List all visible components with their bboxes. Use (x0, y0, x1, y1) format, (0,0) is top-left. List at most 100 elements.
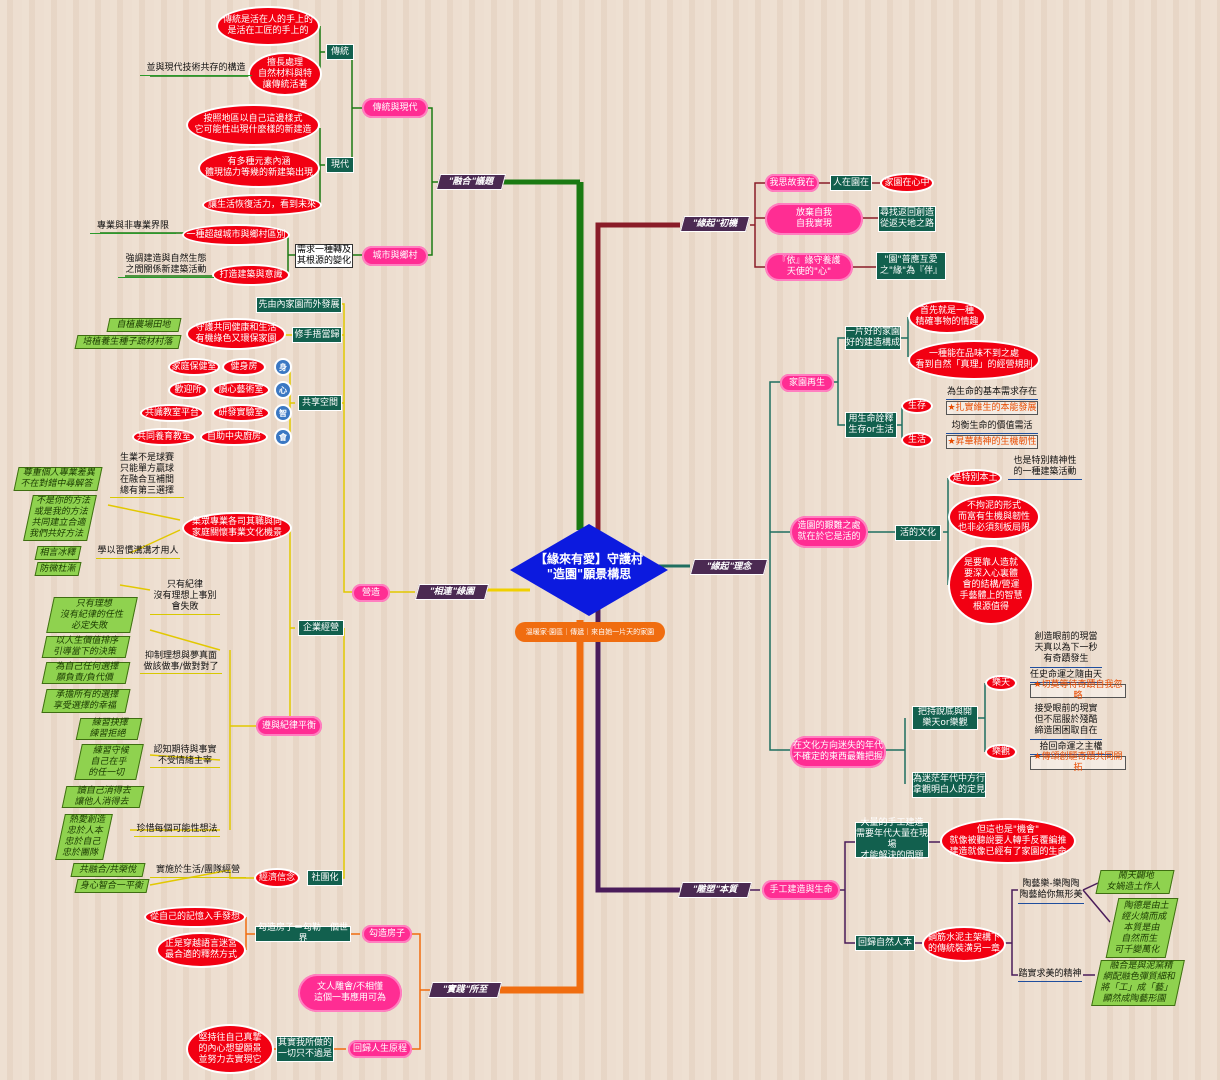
node-qs1[interactable]: 堅持往自己真摯 的內心想望願景 並努力去實現它 (186, 1024, 274, 1074)
node-ct-note: 並與現代技術共存的構造 (140, 62, 252, 76)
node-jl7[interactable]: 練習守候 自己在乎 的任一切 (74, 744, 144, 780)
node-xiushou[interactable]: 修手捂當歸 (292, 327, 342, 343)
node-sq1[interactable]: 共融合/共榮悅 (70, 863, 146, 877)
node-gj1r2[interactable]: 陶德是由土 經火燒而成 本質是由 自然而生 可千變萬化 (1105, 898, 1179, 958)
node-xiandai[interactable]: 現代 (326, 157, 354, 173)
node-sp3[interactable]: 歡迎所 (168, 381, 208, 399)
node-gongxiang[interactable]: 共享空間 (298, 395, 342, 411)
node-peiyu[interactable]: 培植養生種子蔬材村落 (74, 335, 182, 349)
branch-b2[interactable]: "緣起"初機 (679, 216, 751, 232)
node-xd2[interactable]: 有多種元素內涵 體現協力等幾的新建築出現 (198, 148, 320, 188)
node-dl1r[interactable]: 但這也是"機會" 就像被聽說要人轉手反覆編推 建造就像已經有了家園的生命 (940, 818, 1076, 864)
node-wenhua-b[interactable]: 不拘泥的形式 而富有生機與韌性 也非必須刻板局限 (948, 494, 1040, 540)
node-zq2[interactable]: 不是你的方法 或是我的方法 共同建立合適 我們共好方法 (23, 495, 97, 541)
node-shougong[interactable]: 手工建造與生命 (762, 880, 840, 900)
node-zq3[interactable]: 相言冰釋 (34, 546, 82, 560)
icon-wisdom: 智 (274, 404, 292, 422)
node-jiayuan[interactable]: 家園在心中 (880, 173, 934, 193)
node-ct2[interactable]: 擅長處理 自然材料與特 讓傳統活著 (248, 52, 322, 96)
node-sp8[interactable]: 自助中央廚房 (200, 428, 268, 446)
node-jl5[interactable]: 承擔所有的選擇 享受選擇的幸福 (41, 689, 131, 713)
node-renzai[interactable]: 人在園在 (830, 175, 872, 191)
node-cs1[interactable]: 一種超越城市與鄉村區別 (182, 224, 290, 246)
node-sp5[interactable]: 共識教室平台 (140, 404, 204, 422)
node-yunzai[interactable]: 自植農場田地 (106, 318, 182, 332)
node-leguan[interactable]: 樂觀 (985, 744, 1017, 760)
node-gouzao-m[interactable]: 勾造房子＝勾勒一個世界 (255, 923, 351, 944)
node-jl-mid2: 認知期待與事實 不受情緒主宰 (150, 744, 220, 768)
node-gj2r[interactable]: 融合是與泥窯精 網配融色彈質細和 將「工」成「藝」 顯然成陶藝形園 (1091, 960, 1185, 1006)
node-jizhong[interactable]: 集眾專業各司其職與向 家庭關懷事業文化機景 (182, 512, 292, 544)
node-jl4[interactable]: 為自己任何選擇 願負責/負代價 (41, 662, 131, 684)
node-chuantongxiandai[interactable]: 傳統與現代 (362, 98, 428, 118)
node-jy-a2[interactable]: 一種能在品味不到之處 看到自然「真理」的經營規則 (908, 340, 1040, 380)
central-topic[interactable]: 【緣來有愛】守護村 "造園"願景構思 (510, 524, 668, 616)
node-gz1[interactable]: 從自己的記憶入手發想 (144, 906, 246, 928)
node-zq1[interactable]: 尊重個人專業差異 不在對錯中尋解答 (13, 467, 103, 491)
node-gangjin[interactable]: 鋼筋水泥主架構下 的傳統裝潢另一章 (922, 926, 1006, 962)
node-sp7[interactable]: 共同養育教室 (132, 428, 196, 446)
node-niandai[interactable]: 在文化方向迷失的年代 不確定的東西最難把握 (790, 736, 886, 768)
node-yishou-r[interactable]: "園"普應互愛 之"緣"為『伴』 (876, 252, 946, 280)
node-shenghuo[interactable]: 生活 (901, 432, 933, 448)
node-wenhua-c[interactable]: 是要靠人造就 要深入心裏體 會的結構/營運 手藝體上的智慧 根源值得 (948, 545, 1034, 625)
node-jl3[interactable]: 以人生價值排序 引導當下的決策 (41, 636, 131, 658)
branch-b3[interactable]: "緣起"理念 (689, 559, 769, 575)
node-jl2[interactable]: 只有理想 沒有紀律的任性 必定失敗 (46, 597, 138, 633)
node-jl8[interactable]: 讀自己消得去 讓他人消得去 (61, 786, 145, 808)
node-fangqi[interactable]: 放棄自我 自我實現 (765, 203, 863, 235)
node-zaoyuan[interactable]: 造園的艱難之處 就在於它是活的 (790, 516, 868, 548)
node-jilv[interactable]: 遵與紀律平衡 (256, 716, 322, 736)
node-cs2[interactable]: 打造建築與意識 (212, 264, 290, 286)
node-fangqi-r[interactable]: 尋找返回創造 從返天地之路 (878, 206, 936, 232)
node-letian[interactable]: 樂天 (985, 675, 1017, 691)
node-sp4[interactable]: 讀心藝術室 (212, 381, 270, 399)
branch-b5[interactable]: "雕塑"本質 (677, 882, 753, 898)
node-huigui[interactable]: 回歸自然人本 (855, 935, 915, 951)
node-dl1[interactable]: 大量的手工建造 需要年代大量在現場 才能解決的問題 (855, 818, 929, 861)
node-gj1r1[interactable]: 鬧天闢地 女媧造土作人 (1095, 870, 1175, 894)
node-chuantong[interactable]: 傳統 (326, 44, 354, 60)
node-chengshi[interactable]: 城市與鄉村 (362, 246, 428, 266)
node-wenren[interactable]: 文人雕會/不相懂 這個一事應用可為 (298, 974, 402, 1012)
node-shequ-mid: 實施於生活/團隊經營 (150, 864, 246, 878)
branch-b4[interactable]: "相連"綠園 (414, 584, 490, 600)
node-jl6[interactable]: 練習抉擇 練習拒絕 (75, 718, 143, 740)
node-zhichi[interactable]: 把持說底與開 樂天or樂觀 (912, 706, 978, 730)
node-xd1[interactable]: 按照地區以自己這邊樣式 它可能性出現什麼樣的新建造 (186, 104, 320, 146)
node-shouhu[interactable]: 守護共同健康和生活 有機綠色又環保家園 (186, 318, 286, 350)
node-shengcun[interactable]: 生存 (901, 398, 933, 414)
node-jy-a[interactable]: 一片好的家園 好的建造構成 (845, 326, 901, 350)
node-sp1[interactable]: 家庭保健室 (168, 358, 220, 376)
node-gouzao[interactable]: 勾造房子 (362, 925, 412, 943)
node-sp6[interactable]: 研發實驗室 (212, 404, 270, 422)
branch-b1[interactable]: "融合"議題 (435, 174, 507, 190)
node-jl-mid: 抑制理想與夢真面 做該做事/做對對了 (140, 650, 222, 674)
node-huowenhua[interactable]: 活的文化 (895, 525, 941, 541)
node-cs-mid[interactable]: 需求一種轉及 其根源的變化 (295, 244, 353, 268)
node-yingzao[interactable]: 營造 (352, 584, 390, 602)
node-huigui2[interactable]: 回歸人生原程 (348, 1040, 412, 1058)
branch-b6[interactable]: "實踐"所至 (427, 982, 503, 998)
node-qiye[interactable]: 企業經營 (298, 620, 344, 636)
node-yishou[interactable]: 『依』緣守養護 天使的"心" (765, 253, 853, 281)
node-shequ[interactable]: 社團化 (307, 870, 343, 886)
node-sq2[interactable]: 身心智合一平衡 (74, 879, 150, 893)
node-xd3[interactable]: 讓生活恢復活力，看到未來 (202, 194, 322, 216)
node-mixin[interactable]: 為迷茫年代中方行 拿觀明白人的定見 (912, 772, 986, 798)
node-lt3: ★切莫等待奇蹟自我忽略 (1030, 680, 1126, 701)
central-subtitle: 溫暖家‧園區｜傳遞｜來自她一片天的家園 (515, 622, 665, 642)
node-woshi[interactable]: 我思故我在 (765, 174, 819, 192)
node-kaifang[interactable]: 先由內家園而外發展 (256, 297, 342, 313)
node-jingji[interactable]: 經濟信念 (254, 868, 300, 888)
node-jiayuan2[interactable]: 家園再生 (780, 374, 834, 392)
node-sp2[interactable]: 健身房 (222, 358, 266, 376)
node-jy-b[interactable]: 用生命詮釋 生存or生活 (845, 412, 897, 438)
node-tebie[interactable]: 是特別本土 (948, 469, 1002, 487)
node-jy-a1[interactable]: 首先就是一種 精確事物的情趣 (908, 300, 986, 334)
node-zq4[interactable]: 防微杜漸 (34, 562, 82, 576)
node-gz2[interactable]: 正是穿越語言迷宮 最合適的釋然方式 (156, 932, 246, 968)
node-jl9[interactable]: 熱愛創造 忠於人本 忠於自己 忠於團隊 (55, 814, 113, 860)
node-ct1[interactable]: 傳統是活在人的手上的 是活在工匠的手上的 (216, 6, 320, 46)
node-qishi[interactable]: 其實我所做的 一切只不過是 (276, 1036, 334, 1062)
